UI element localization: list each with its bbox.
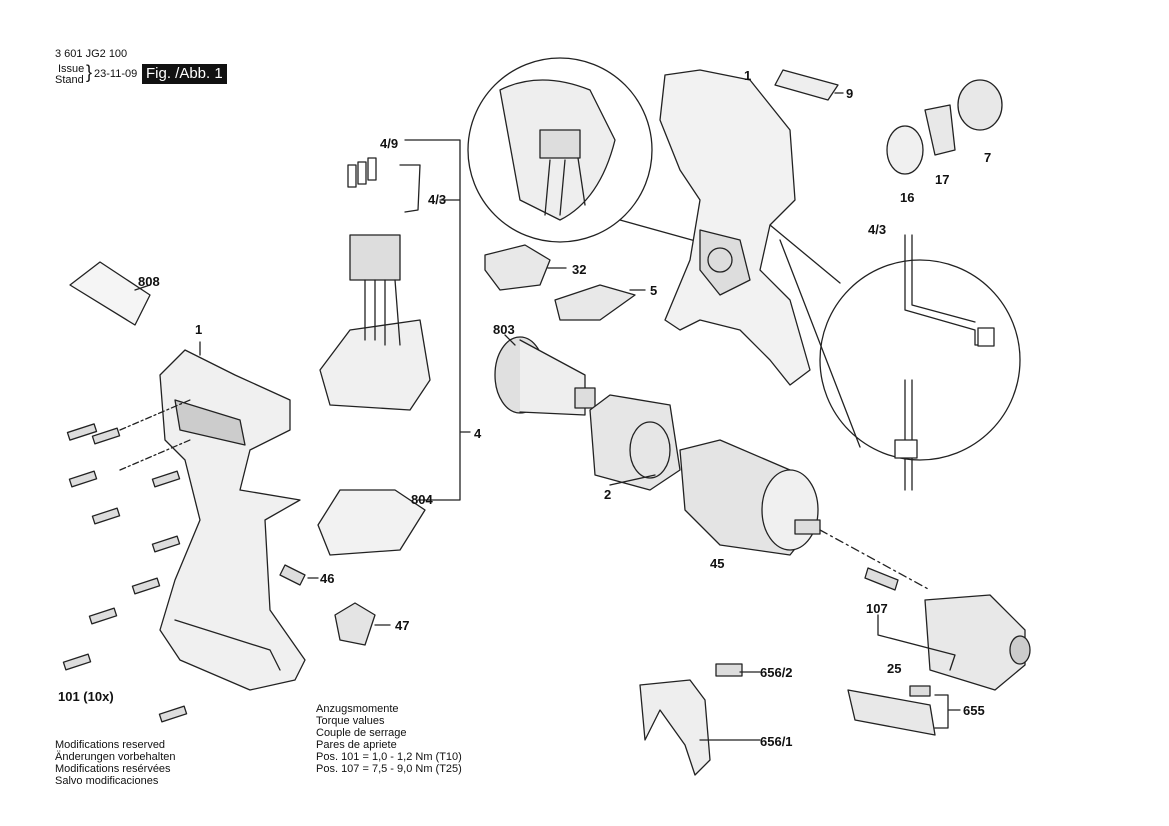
torque-line: Torque values (316, 715, 385, 727)
chuck-25 (924, 594, 1031, 691)
bit-holder-655 (847, 689, 936, 736)
detail-circle-right (819, 259, 1021, 461)
callout-1-left: 1 (195, 322, 203, 337)
callout-655: 655 (963, 703, 985, 718)
callout-7: 7 (984, 150, 992, 165)
callout-107: 107 (866, 601, 888, 616)
torque-values: Anzugsmomente Torque values Couple de se… (316, 703, 462, 775)
callout-2: 2 (604, 487, 612, 502)
connector-detail-drawing (499, 79, 616, 221)
callout-9: 9 (846, 86, 854, 101)
modifications-notice: Modifications reserved Änderungen vorbeh… (55, 739, 175, 787)
callout-803: 803 (493, 322, 515, 337)
figure-label: Fig. /Abb. 1 (142, 64, 227, 84)
callout-1-top: 1 (744, 68, 752, 83)
motor-housing-2 (589, 394, 681, 491)
part-32 (484, 244, 551, 291)
footer-line: Modifications resérvées (55, 763, 171, 775)
stand-label: Stand (55, 74, 84, 86)
leader-lines (134, 92, 844, 741)
housing-shell-left (159, 349, 306, 691)
issue-bracket: } (86, 62, 93, 82)
callout-17: 17 (935, 172, 950, 187)
axis-dash (819, 529, 931, 591)
gearbox-45 (679, 439, 821, 556)
callout-656-2: 656/2 (760, 665, 793, 680)
screw-dash-lines (119, 399, 191, 471)
callout-4-9: 4/9 (380, 136, 399, 151)
board-804 (317, 489, 426, 556)
part-number: 3 601 JG2 100 (55, 48, 128, 60)
issue-date: 23-11-09 (94, 68, 138, 80)
belt-clip-656-1 (639, 679, 711, 776)
callout-656-1: 656/1 (760, 734, 793, 749)
cable-detail-drawing (894, 234, 995, 491)
callout-4-3-right: 4/3 (868, 222, 887, 237)
clip-17 (924, 104, 956, 156)
callout-45: 45 (710, 556, 725, 571)
switch-module-4 (319, 157, 431, 411)
torque-line: Couple de serrage (316, 727, 407, 739)
callout-5: 5 (650, 283, 658, 298)
bracket-655 (934, 694, 961, 729)
callout-32: 32 (572, 262, 587, 277)
issue-label: Issue (58, 63, 85, 75)
part-5 (554, 284, 636, 321)
footer-line: Salvo modificaciones (55, 775, 159, 787)
card-808 (69, 261, 151, 326)
callout-16: 16 (900, 190, 915, 205)
footer-line: Modifications reserved (55, 739, 166, 751)
callout-808: 808 (138, 274, 160, 289)
footer-line: Änderungen vorbehalten (55, 751, 176, 763)
callout-25: 25 (887, 661, 902, 676)
screw-107 (864, 567, 899, 591)
torque-line: Pos. 107 = 7,5 - 9,0 Nm (T25) (316, 763, 462, 775)
end-cap-7 (957, 79, 1003, 131)
armature-803 (494, 336, 596, 416)
callout-4: 4 (474, 426, 482, 441)
callout-101: 101 (10x) (58, 689, 114, 704)
screw-655 (909, 685, 931, 697)
torque-line: Pares de apriete (316, 739, 397, 751)
callout-47: 47 (395, 618, 410, 633)
label-strip-9 (774, 69, 839, 101)
callout-4-3-left: 4/3 (428, 192, 447, 207)
torque-line: Anzugsmomente (316, 703, 399, 715)
disc-16 (886, 125, 924, 175)
callout-46: 46 (320, 571, 335, 586)
bracket-25 (877, 614, 956, 671)
housing-shell-top (659, 69, 811, 386)
zoom-leader (769, 224, 841, 284)
callout-804: 804 (411, 492, 433, 507)
torque-line: Pos. 101 = 1,0 - 1,2 Nm (T10) (316, 751, 462, 763)
knob-47 (334, 602, 376, 646)
group-bracket-4 (404, 139, 471, 501)
spring-46 (279, 564, 306, 586)
screw-656-2 (715, 663, 743, 677)
screws-101 (62, 423, 188, 723)
zoom-leader (779, 239, 861, 448)
